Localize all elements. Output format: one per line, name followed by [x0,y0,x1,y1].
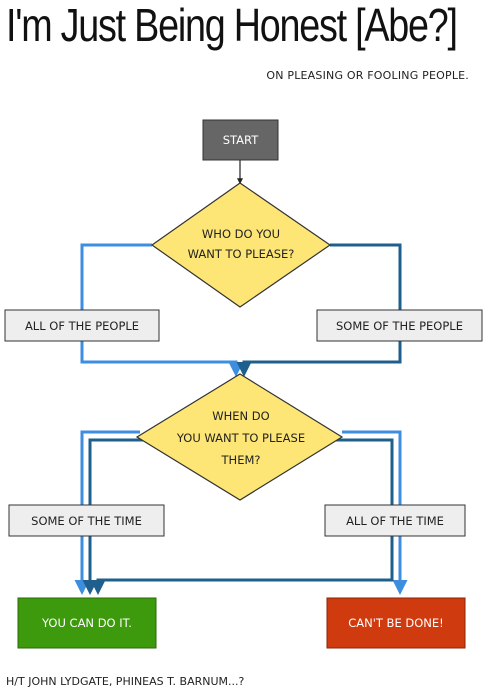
decision-when-line1: WHEN DO [212,409,269,423]
label-some-people: SOME OF THE PEOPLE [316,309,483,342]
arrow-all-people [80,243,244,377]
decision-who: WHO DO YOU WANT TO PLEASE? [150,182,332,308]
label-all-time: ALL OF THE TIME [324,504,466,537]
start-label: START [223,133,259,147]
arrow-d2-right-outer [342,430,408,595]
page-title: I'm Just Being Honest [Abe?] [6,0,458,51]
decision-who-line2: WANT TO PLEASE? [188,247,295,261]
start-node: START [202,119,279,161]
outcome-success-text: YOU CAN DO IT. [41,616,132,630]
decision-when-line3: THEM? [221,453,261,467]
outcome-success: YOU CAN DO IT. [17,597,157,649]
decision-when: WHEN DO YOU WANT TO PLEASE THEM? [135,373,344,501]
outcome-failure-text: CAN'T BE DONE! [348,616,444,630]
label-some-people-text: SOME OF THE PEOPLE [336,319,463,333]
arrow-d2-right-inner [90,438,394,595]
label-some-time-text: SOME OF THE TIME [31,514,142,528]
label-some-time: SOME OF THE TIME [8,504,165,537]
arrow-d2-left-outer [74,430,140,595]
connectors [74,160,408,595]
decision-when-line2: YOU WANT TO PLEASE [176,431,305,445]
credit-footer: H/T JOHN LYDGATE, PHINEAS T. BARNUM...? [6,675,245,688]
arrow-d2-left-inner [82,438,146,595]
label-all-time-text: ALL OF THE TIME [346,514,444,528]
label-all-people: ALL OF THE PEOPLE [4,309,160,342]
decision-who-line1: WHO DO YOU [202,227,280,241]
label-all-people-text: ALL OF THE PEOPLE [25,319,139,333]
page-subtitle: ON PLEASING OR FOOLING PEOPLE. [266,69,469,82]
arrow-some-people [236,243,402,377]
outcome-failure: CAN'T BE DONE! [326,597,466,649]
